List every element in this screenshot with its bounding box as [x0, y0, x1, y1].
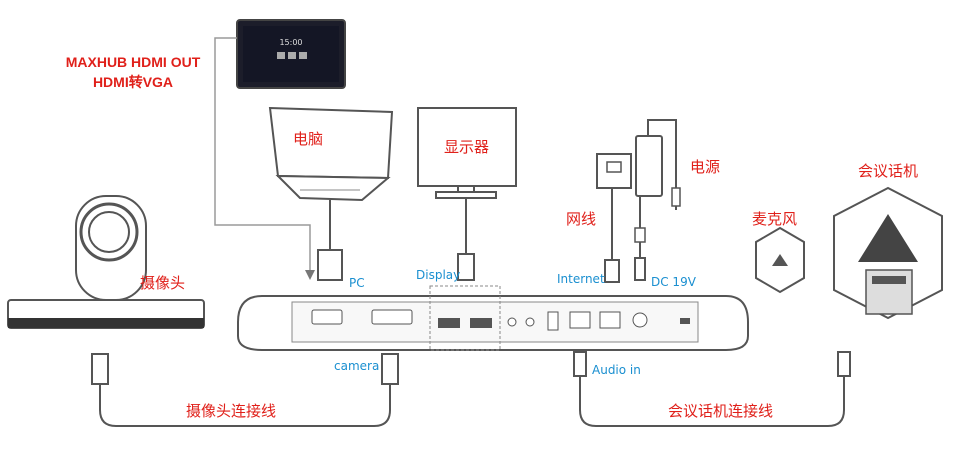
hdmi-out-line2: HDMI转VGA: [92, 74, 174, 90]
maxhub-screen: 15:00: [236, 19, 346, 89]
port-camera-label: camera: [334, 359, 380, 373]
display-ports-box: [429, 285, 501, 351]
conference-phone: [833, 186, 943, 320]
hdmi-out-line1: MAXHUB HDMI OUT: [65, 54, 201, 70]
pc-label: 电脑: [293, 130, 324, 148]
camera-cable-line: [99, 384, 391, 427]
hdmi-out-line: [214, 37, 311, 272]
monitor: [417, 107, 517, 199]
network-jack: [596, 153, 632, 189]
port-audio-in-label: Audio in: [592, 363, 641, 377]
mic-label: 麦克风: [752, 210, 798, 228]
conference-phone-label: 会议话机: [858, 162, 919, 180]
screen-time: 15:00: [279, 38, 302, 47]
camera-device: [7, 195, 205, 329]
port-dc-label: DC 19V: [651, 275, 696, 289]
phone-cable-line: [579, 376, 845, 427]
port-pc-label: PC: [349, 276, 365, 290]
microphone: [755, 226, 805, 294]
laptop: [268, 106, 394, 202]
display-label: 显示器: [444, 138, 490, 156]
camera-cable-label: 摄像头连接线: [186, 402, 277, 420]
network-label: 网线: [566, 210, 597, 228]
port-internet-label: Internet: [557, 272, 605, 286]
port-display-label: Display: [416, 268, 461, 282]
hdmi-out-label: MAXHUB HDMI OUT HDMI转VGA: [40, 52, 226, 92]
power-label: 电源: [690, 158, 721, 176]
phone-cable-label: 会议话机连接线: [668, 402, 774, 420]
camera-label: 摄像头: [140, 274, 186, 292]
maxhub-box: [237, 295, 749, 351]
power-adapter: [635, 119, 681, 210]
